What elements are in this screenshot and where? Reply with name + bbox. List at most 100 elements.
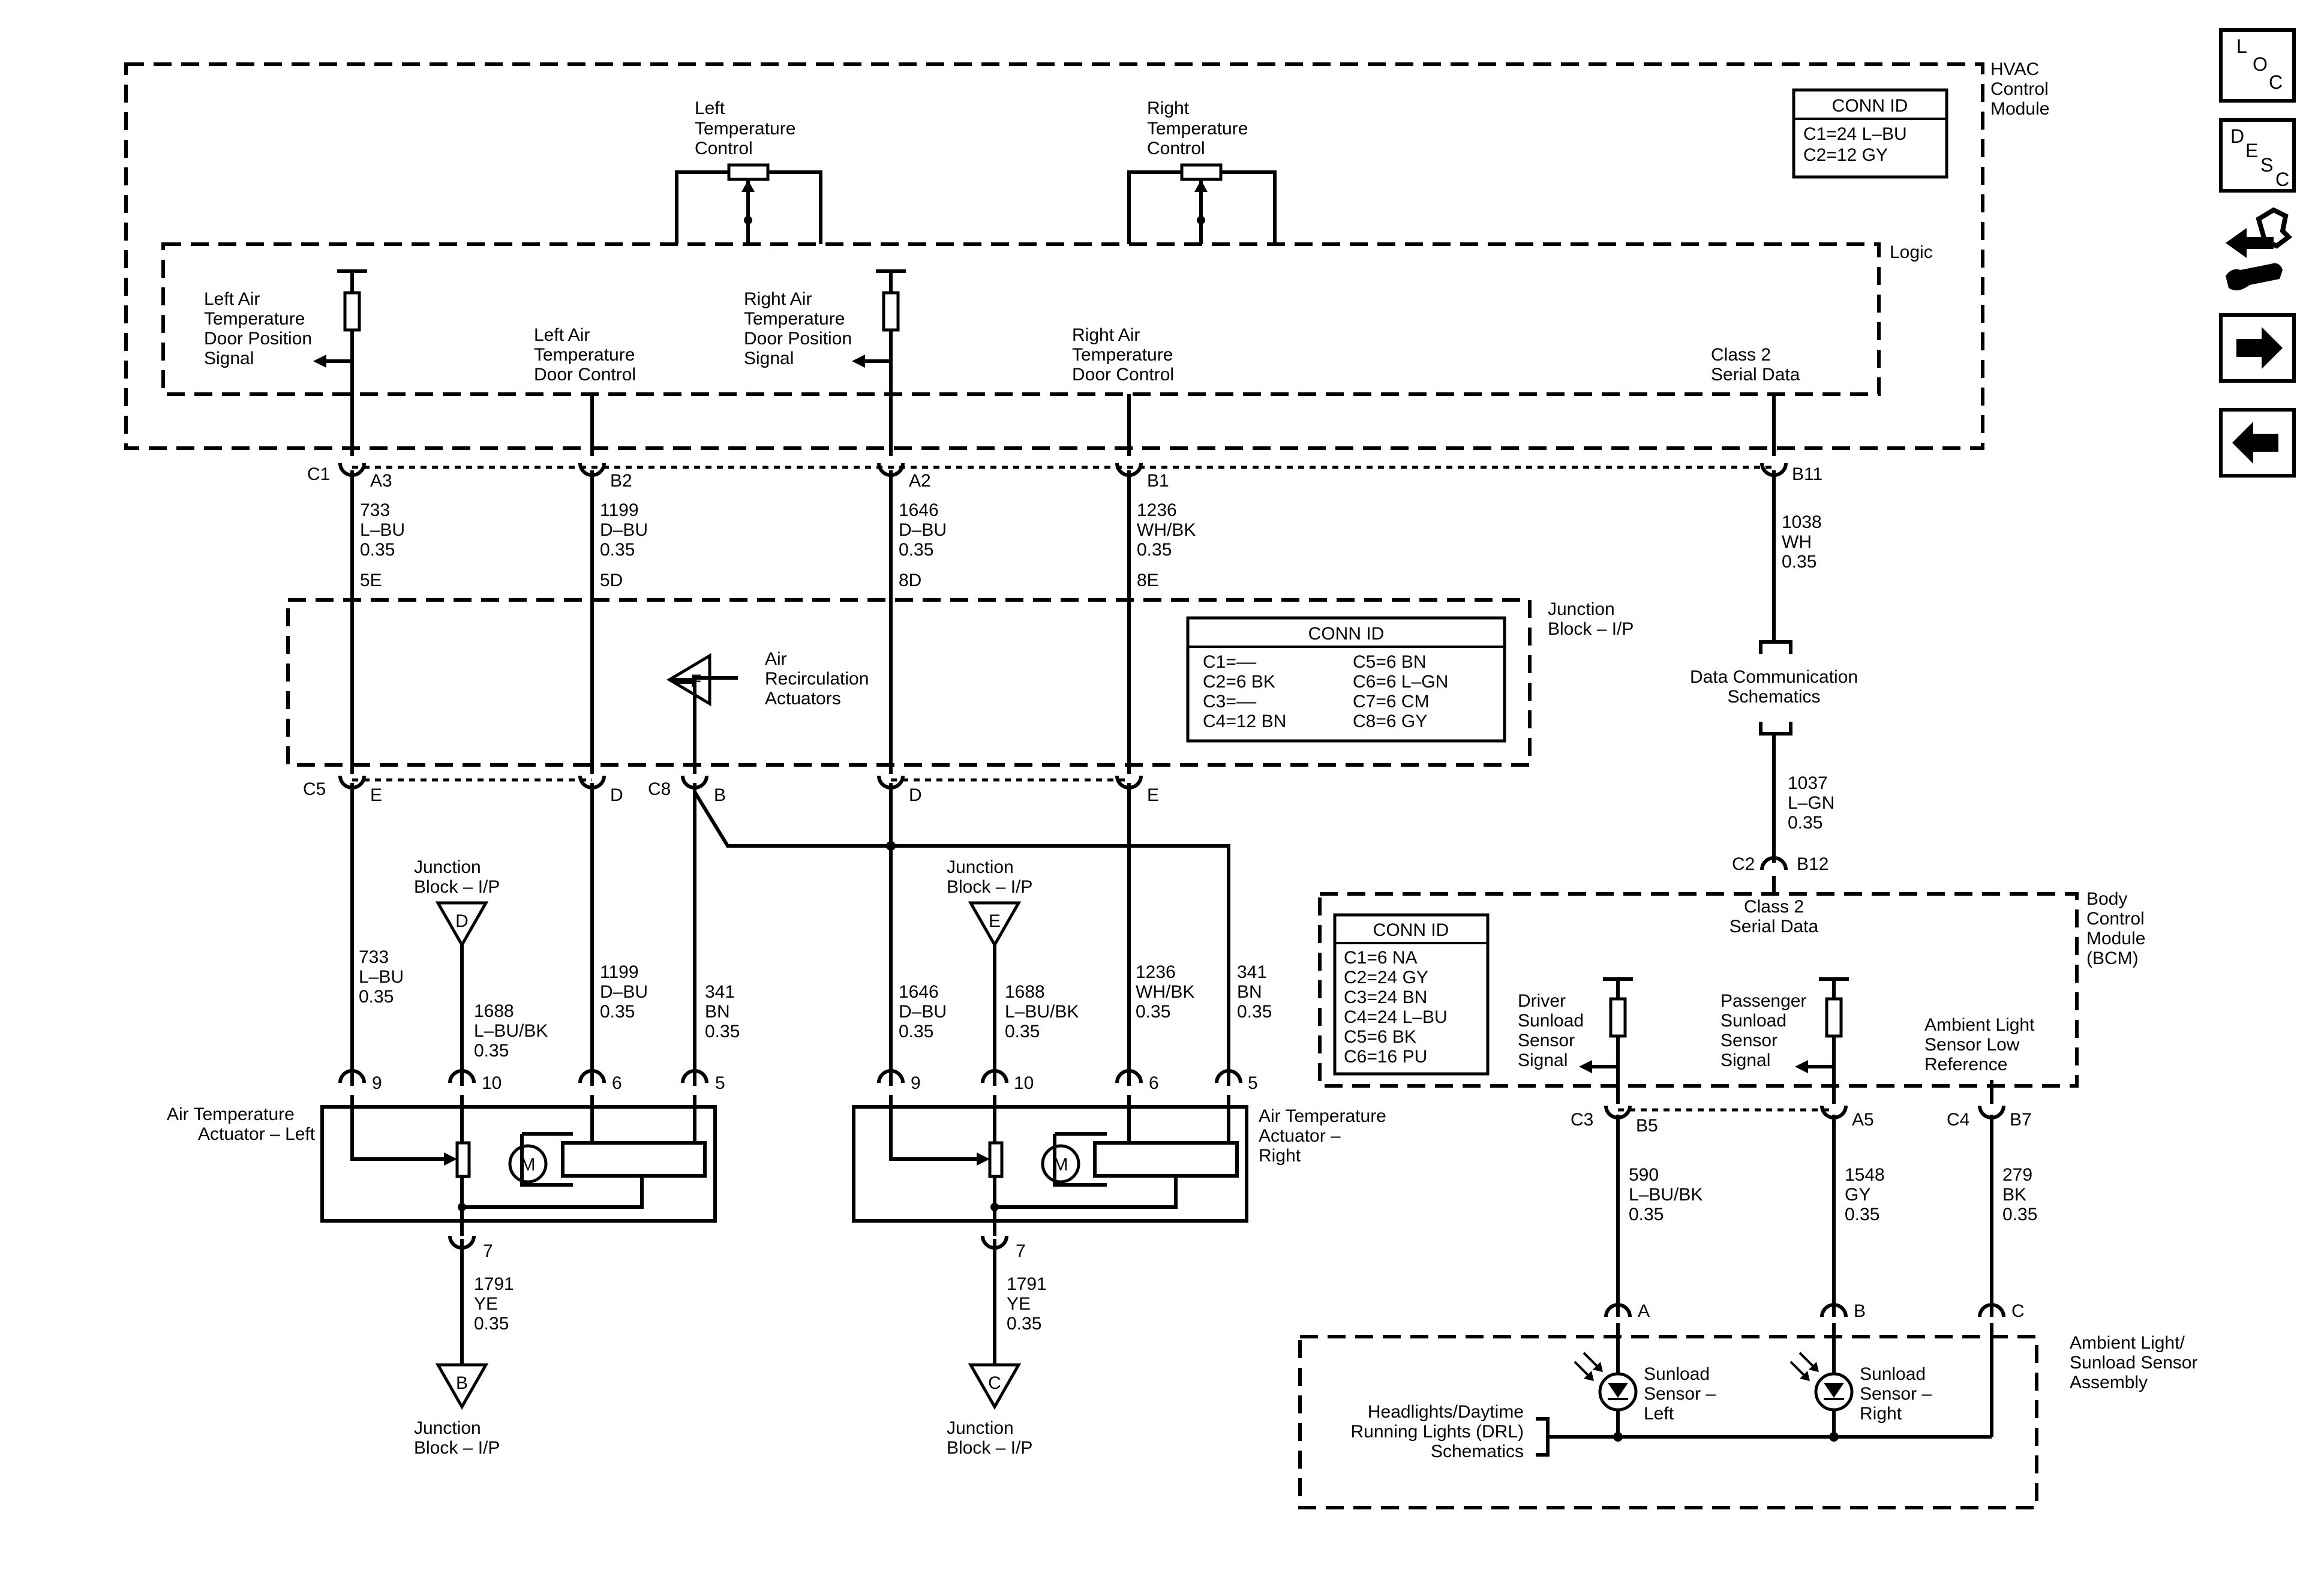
svg-text:Sunload: Sunload (1860, 1364, 1926, 1384)
pin-label: B1 (1147, 471, 1169, 491)
svg-text:0.35: 0.35 (1137, 540, 1172, 560)
svg-text:1688: 1688 (474, 1001, 514, 1021)
desc-letter: S (2260, 154, 2273, 176)
left-door-control-circuit: Left Air Temperature Door Control (534, 325, 636, 456)
svg-text:Sensor –: Sensor – (1644, 1384, 1716, 1404)
conn-id-row: C1=24 L–BU (1803, 124, 1907, 144)
svg-text:1646: 1646 (899, 500, 939, 520)
svg-text:0.35: 0.35 (360, 540, 395, 560)
svg-text:Signal: Signal (204, 349, 254, 368)
svg-text:Headlights/Daytime: Headlights/Daytime (1368, 1402, 1524, 1422)
description-button[interactable]: D E S C (2219, 118, 2296, 193)
svg-text:GY: GY (1845, 1185, 1870, 1205)
junction-block-reference-c: C Junction Block – I/P (947, 1363, 1032, 1458)
junction-block-ip: Junction Block – I/P CONN ID C1=–– C2=6 … (286, 598, 1634, 774)
svg-text:Left: Left (1644, 1404, 1674, 1424)
svg-text:1791: 1791 (474, 1274, 514, 1294)
c1-connector: C1 A3 B2 A2 B1 B11 (307, 463, 1822, 491)
svg-text:0.35: 0.35 (1782, 552, 1816, 572)
body-control-module: Body Control Module (BCM) Class 2 Serial… (1318, 889, 2145, 1104)
svg-text:Control: Control (1147, 139, 1205, 158)
svg-text:Door Control: Door Control (1072, 365, 1174, 385)
right-temperature-control: Right Temperature Control (1127, 98, 1277, 244)
hvac-title-1: HVAC (1990, 59, 2039, 79)
pin-label: C (2011, 1301, 2025, 1321)
pin-label: B (714, 785, 726, 805)
connector-label: C3 (1571, 1110, 1593, 1130)
svg-text:Right Air: Right Air (1072, 325, 1140, 345)
svg-text:341: 341 (1237, 962, 1267, 982)
wire-label-1688: 1688 L–BU/BK 0.35 (474, 1001, 548, 1061)
svg-text:C8=6 GY: C8=6 GY (1353, 712, 1427, 731)
pin-label: D (909, 785, 922, 805)
ambient-light-low-reference: Ambient Light Sensor Low Reference (1924, 1015, 2035, 1104)
wire-label-279: 279 BK 0.35 (2002, 1165, 2037, 1224)
splice-label: 8D (899, 571, 921, 590)
wire-label-1037: 1037 L–GN 0.35 (1788, 773, 1834, 833)
svg-text:Junction: Junction (414, 857, 481, 877)
sunload-sensor-right: Sunload Sensor – Right (1789, 1352, 1932, 1424)
junction-conn-id-table: CONN ID C1=–– C2=6 BK C3=–– C4=12 BN C5=… (1186, 616, 1506, 743)
svg-text:BN: BN (1237, 982, 1262, 1002)
svg-text:1037: 1037 (1788, 773, 1828, 793)
ref-flag: C (988, 1373, 1001, 1393)
svg-text:Ambient Light: Ambient Light (1924, 1015, 2035, 1035)
svg-text:Running Lights (DRL): Running Lights (DRL) (1351, 1422, 1524, 1442)
svg-text:L–GN: L–GN (1788, 793, 1834, 813)
wire-label-1548: 1548 GY 0.35 (1845, 1165, 1885, 1224)
right-door-position-signal-circuit: Right Air Temperature Door Position Sign… (744, 269, 906, 456)
svg-text:1646: 1646 (899, 982, 939, 1002)
svg-text:D–BU: D–BU (600, 982, 648, 1002)
svg-text:590: 590 (1629, 1165, 1659, 1185)
svg-text:Recirculation: Recirculation (765, 669, 869, 689)
svg-text:WH: WH (1782, 532, 1812, 552)
driver-sunload-signal-circuit: Driver Sunload Sensor Signal (1518, 977, 1633, 1104)
c5-c8-connectors: C5 C8 E D B D E (303, 775, 1159, 805)
wire-label-1646: 1646 D–BU 0.35 (899, 982, 947, 1041)
svg-text:Data Communication: Data Communication (1690, 667, 1858, 687)
svg-text:Left Air: Left Air (204, 289, 260, 309)
svg-text:Junction: Junction (1548, 599, 1615, 619)
svg-text:1038: 1038 (1782, 512, 1822, 532)
svg-text:Sensor Low: Sensor Low (1924, 1035, 2020, 1055)
svg-text:Block – I/P: Block – I/P (1548, 619, 1634, 639)
pin-label: B7 (2010, 1110, 2032, 1130)
pin-label: D (610, 785, 623, 805)
ref-flag: E (989, 911, 1001, 931)
previous-arrow-icon[interactable] (2219, 408, 2296, 478)
connector-tool-icon[interactable] (2226, 207, 2293, 290)
next-arrow-icon[interactable] (2219, 313, 2296, 383)
location-button[interactable]: L O C (2219, 28, 2296, 103)
junction-block-reference-b: B Junction Block – I/P (414, 1363, 500, 1458)
svg-text:C3=––: C3=–– (1203, 692, 1257, 712)
svg-text:Sunload: Sunload (1721, 1011, 1786, 1031)
svg-text:Signal: Signal (744, 349, 794, 368)
pin-label: B11 (1792, 464, 1822, 484)
pin-label: 5 (715, 1073, 725, 1093)
svg-text:1236: 1236 (1137, 500, 1177, 520)
svg-text:C2=24 GY: C2=24 GY (1344, 968, 1428, 987)
svg-text:Signal: Signal (1518, 1050, 1568, 1070)
svg-text:1236: 1236 (1136, 962, 1176, 982)
svg-text:Temperature: Temperature (1072, 345, 1173, 365)
svg-text:CONN ID: CONN ID (1308, 624, 1385, 644)
svg-text:Temperature: Temperature (744, 309, 845, 329)
svg-text:0.35: 0.35 (1788, 813, 1822, 833)
pin-label: A3 (370, 471, 392, 491)
svg-text:Serial Data: Serial Data (1730, 917, 1819, 936)
svg-text:Class 2: Class 2 (1711, 345, 1771, 365)
svg-text:0.35: 0.35 (1136, 1002, 1170, 1022)
svg-text:Door Position: Door Position (204, 329, 312, 349)
desc-letter: E (2245, 140, 2258, 161)
svg-text:Right: Right (1860, 1404, 1902, 1424)
pin-label: 5 (1248, 1073, 1258, 1093)
svg-text:Serial Data: Serial Data (1711, 365, 1800, 385)
svg-text:C5=6 BN: C5=6 BN (1353, 652, 1427, 672)
svg-text:0.35: 0.35 (1237, 1002, 1272, 1022)
conn-id-row: C2=12 GY (1803, 145, 1888, 165)
wire-label-1199: 1199 D–BU 0.35 (600, 500, 648, 560)
svg-text:Ambient Light/: Ambient Light/ (2070, 1333, 2185, 1353)
hvac-control-module: HVAC Control Module Logic CONN ID C1=24 … (124, 59, 2049, 456)
svg-text:1688: 1688 (1005, 982, 1045, 1002)
